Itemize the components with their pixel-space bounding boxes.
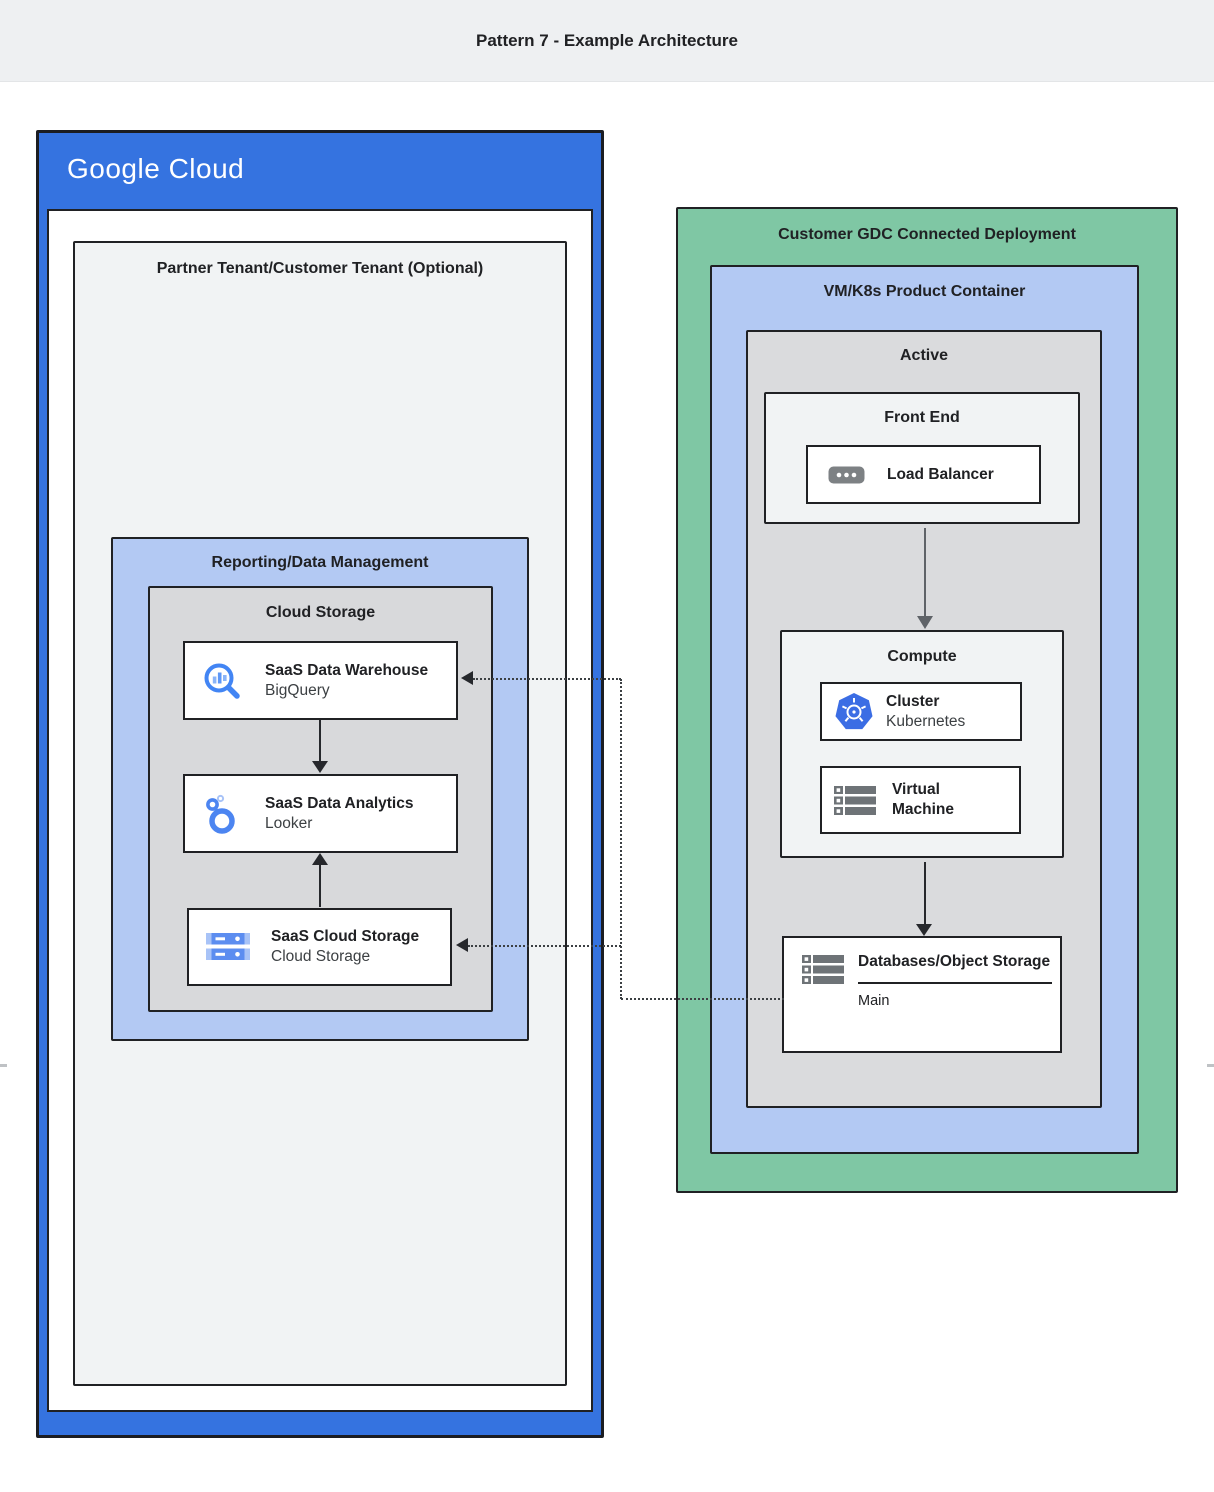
customer-gdc-title: Customer GDC Connected Deployment (778, 226, 1076, 243)
virtual-machine-card[interactable]: Virtual Machine (820, 766, 1021, 834)
front-end-title: Front End (884, 409, 960, 426)
partner-tenant-title: Partner Tenant/Customer Tenant (Optional… (156, 260, 484, 277)
saas-data-analytics-card[interactable]: SaaS Data Analytics Looker (183, 774, 458, 853)
databases-section-label: Main (858, 993, 890, 1009)
load-balancer-card[interactable]: Load Balancer (806, 445, 1041, 504)
arrow-warehouse-to-analytics-head (312, 761, 328, 773)
card-subtitle: BigQuery (265, 681, 330, 699)
card-subtitle: Looker (265, 814, 313, 832)
arrow-frontend-to-compute-head (917, 616, 933, 629)
card-title: SaaS Data Warehouse (265, 661, 429, 679)
cloud-storage-icon (205, 931, 251, 963)
front-end-box: Front End Load Balancer (764, 392, 1080, 524)
google-cloud-container: Google Cloud Partner Tenant/Customer Ten… (36, 130, 604, 1438)
cluster-title: Cluster (886, 692, 940, 710)
load-balancer-icon (828, 466, 865, 484)
databases-divider (858, 982, 1052, 984)
card-title: SaaS Cloud Storage (271, 928, 420, 945)
saas-cloud-storage-card[interactable]: SaaS Cloud Storage Cloud Storage (187, 908, 452, 986)
server-storage-icon (802, 954, 844, 990)
page-title: Pattern 7 - Example Architecture (475, 30, 738, 50)
virtual-machine-icon (834, 785, 876, 816)
page-edge-tick-right (1207, 1064, 1214, 1067)
reporting-data-management-box: Reporting/Data Management Cloud Storage (111, 537, 529, 1041)
dotted-link-storage-arrowhead (456, 938, 468, 952)
databases-title: Databases/Object Storage (858, 953, 1051, 970)
bigquery-icon (201, 660, 243, 702)
cloud-storage-group-title: Cloud Storage (265, 604, 376, 621)
compute-box: Compute (780, 630, 1064, 858)
arrow-compute-to-databases-line (924, 862, 926, 925)
vm-k8s-title: VM/K8s Product Container (823, 283, 1026, 300)
dotted-link-vertical (620, 679, 622, 999)
dotted-link-to-saas-storage (468, 945, 621, 947)
customer-gdc-container: Customer GDC Connected Deployment VM/K8s… (676, 207, 1178, 1193)
google-cloud-logo: Google Cloud (67, 153, 245, 184)
dotted-link-to-databases (621, 998, 784, 1000)
active-title: Active (899, 347, 949, 364)
vm-k8s-product-container: VM/K8s Product Container Active Front En… (710, 265, 1139, 1154)
arrow-warehouse-to-analytics-line (319, 720, 321, 765)
arrow-storage-to-analytics-line (319, 862, 321, 907)
page-edge-tick-left (0, 1064, 7, 1067)
databases-object-storage-card[interactable]: Databases/Object Storage Main (782, 936, 1062, 1053)
dotted-link-to-warehouse (473, 678, 621, 680)
cluster-subtitle: Kubernetes (886, 712, 966, 730)
reporting-title: Reporting/Data Management (211, 554, 429, 571)
arrow-storage-to-analytics-head (312, 853, 328, 865)
arrow-compute-to-databases-head (916, 924, 932, 936)
load-balancer-label: Load Balancer (887, 465, 994, 483)
partner-tenant-box: Partner Tenant/Customer Tenant (Optional… (73, 241, 567, 1386)
cluster-card[interactable]: Cluster Kubernetes (820, 682, 1022, 741)
dotted-link-warehouse-arrowhead (461, 671, 473, 685)
compute-title: Compute (887, 648, 957, 665)
card-subtitle: Cloud Storage (271, 948, 371, 965)
saas-data-warehouse-card[interactable]: SaaS Data Warehouse BigQuery (183, 641, 458, 720)
looker-icon (201, 793, 243, 835)
arrow-frontend-to-compute-line (924, 528, 926, 620)
card-title: SaaS Data Analytics (265, 794, 414, 812)
cloud-storage-group-box: Cloud Storage (148, 586, 493, 1012)
header-bar: Pattern 7 - Example Architecture (0, 0, 1214, 82)
google-cloud-inner-box: Partner Tenant/Customer Tenant (Optional… (47, 209, 593, 1412)
kubernetes-icon (834, 692, 874, 732)
virtual-machine-label: Virtual Machine (892, 781, 955, 818)
active-box: Active Front End Load Ba (746, 330, 1102, 1108)
